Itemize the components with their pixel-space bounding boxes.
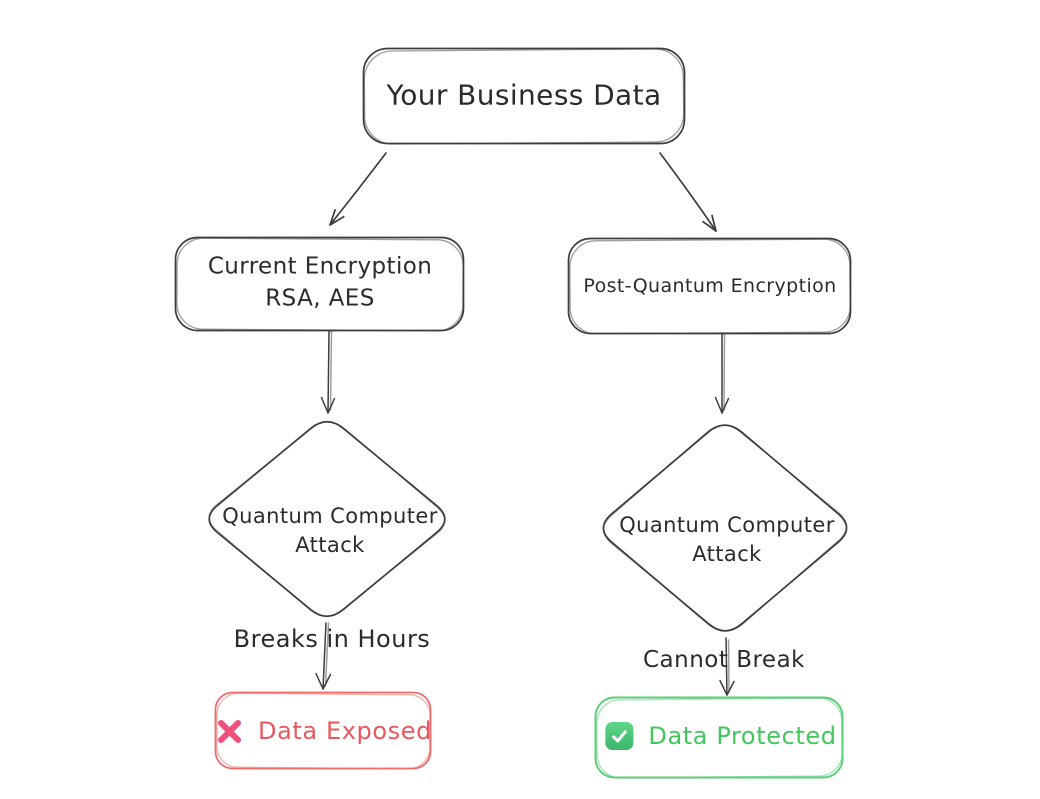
attack-right-diamond-shape [602,424,848,632]
current-encryption-line2: RSA, AES [265,285,375,311]
data-exposed-content: Data Exposed [216,717,432,745]
root-node-shape [362,47,686,145]
post-quantum-label: Post-Quantum Encryption [583,273,836,299]
arrow-root-to-post-quantum [659,152,717,232]
arrow-attack-to-protected [719,637,735,696]
post-quantum-node-shape [567,237,852,335]
data-exposed-node-shape [214,691,432,770]
arrow-post-quantum-to-attack [714,332,730,414]
attack-left-label: Quantum Computer Attack [222,502,438,560]
attack-right-label: Quantum Computer Attack [619,511,835,569]
attack-left-line2: Attack [295,533,365,557]
post-quantum-text: Post-Quantum Encryption [583,274,837,297]
attack-right-line1: Quantum Computer [619,513,835,538]
attack-left-diamond-shape [208,420,446,618]
check-mark-icon [605,722,634,750]
data-protected-node-shape [594,696,844,779]
edge-label-breaks: Breaks in Hours [233,625,431,653]
attack-right-line2: Attack [692,542,762,566]
arrow-root-to-current [329,152,387,226]
root-node-label: Your Business Data [386,77,661,116]
arrow-attack-to-exposed [315,622,332,690]
root-node-text: Your Business Data [386,78,662,112]
edge-label-cannot-break: Cannot Break [642,647,806,673]
data-protected-content: Data Protected [605,722,836,750]
attack-left-line1: Quantum Computer [222,504,438,529]
data-protected-text: Data Protected [648,722,837,750]
data-exposed-text: Data Exposed [258,717,432,745]
current-encryption-line1: Current Encryption [207,253,433,280]
current-encryption-label: Current Encryption RSA, AES [208,251,432,314]
cross-mark-icon [218,719,242,743]
current-encryption-node-shape [174,236,465,332]
arrow-current-to-attack [320,330,336,414]
